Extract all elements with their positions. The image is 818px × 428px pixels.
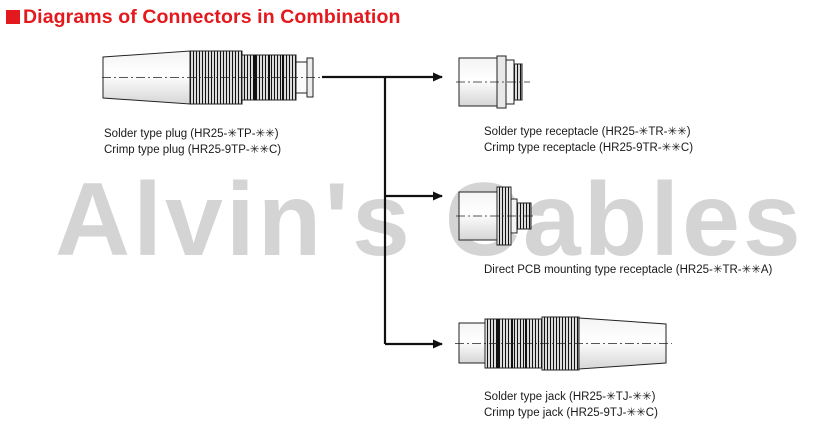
- diagram-title: Diagrams of Connectors in Combination: [6, 5, 400, 29]
- watermark: Alvin's Cables: [55, 162, 804, 278]
- receptacle-label-line-1: Solder type receptacle (HR25-✳TR-✳✳): [484, 126, 691, 138]
- connection-arrows: [322, 72, 443, 349]
- jack-label-line-1: Solder type jack (HR25-✳TJ-✳✳): [484, 391, 656, 403]
- pcb-receptacle-label-line-1: Direct PCB mounting type receptacle (HR2…: [484, 264, 773, 276]
- title-square-icon: [6, 10, 20, 24]
- receptacle-label-line-2: Crimp type receptacle (HR25-9TR-✳✳C): [484, 142, 694, 154]
- jack-label: Solder type jack (HR25-✳TJ-✳✳) Crimp typ…: [484, 389, 658, 421]
- plug-label-line-1: Solder type plug (HR25-✳TP-✳✳): [104, 128, 279, 140]
- plug-label-line-2: Crimp type plug (HR25-9TP-✳✳C): [104, 144, 282, 156]
- jack-label-line-2: Crimp type jack (HR25-9TJ-✳✳C): [484, 407, 658, 419]
- pcb-receptacle-label: Direct PCB mounting type receptacle (HR2…: [484, 262, 772, 278]
- title-text: Diagrams of Connectors in Combination: [23, 5, 401, 28]
- receptacle-connector-icon: [456, 55, 530, 109]
- receptacle-label: Solder type receptacle (HR25-✳TR-✳✳) Cri…: [484, 124, 693, 156]
- jack-connector-icon: [455, 316, 672, 371]
- plug-connector-icon: [102, 50, 324, 105]
- pcb-receptacle-connector-icon: [456, 186, 534, 246]
- plug-label: Solder type plug (HR25-✳TP-✳✳) Crimp typ…: [104, 126, 281, 158]
